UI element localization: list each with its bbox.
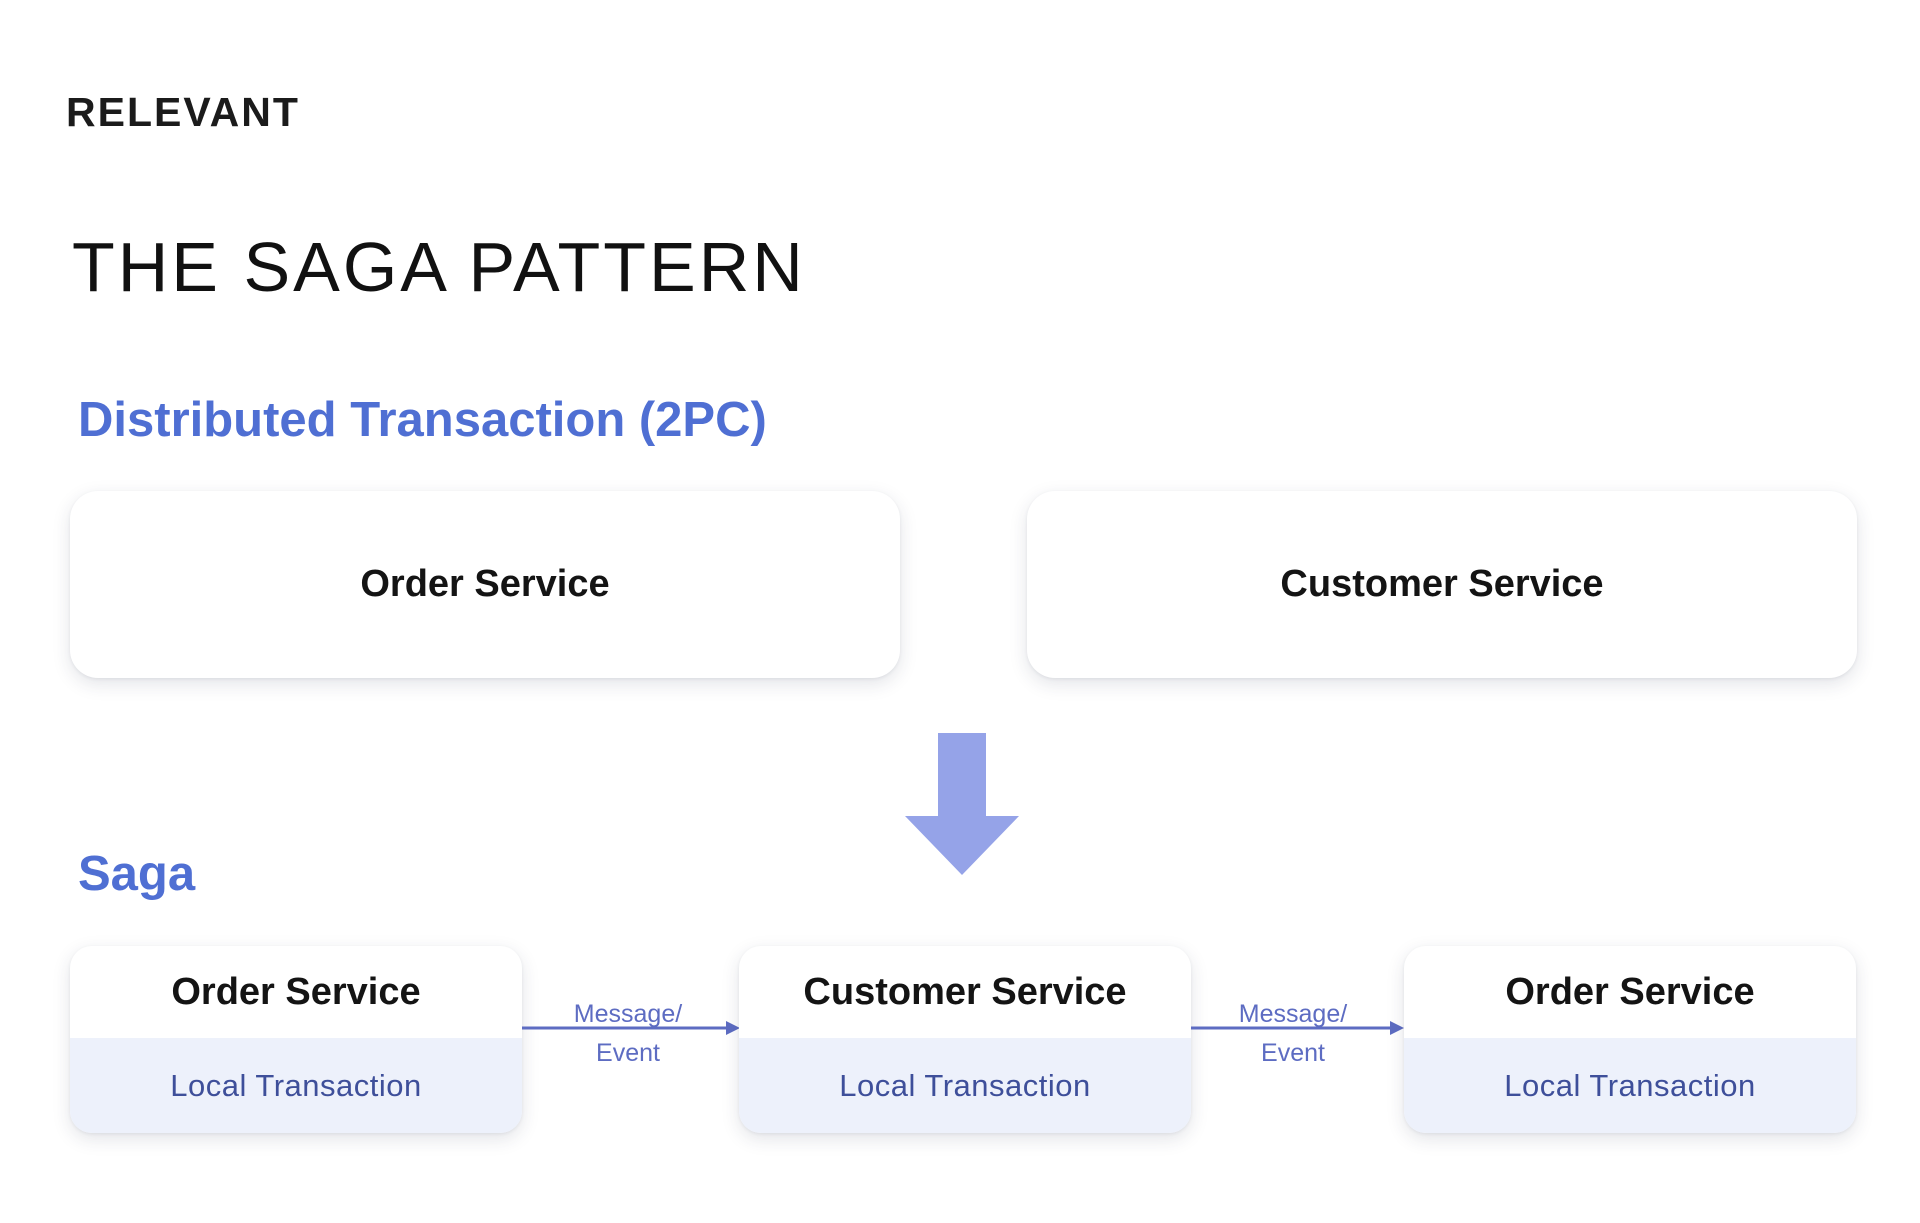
saga-step-service-label: Customer Service <box>803 970 1127 1013</box>
saga-step-order-service: Order Service Local Transaction <box>70 946 522 1133</box>
saga-step-customer-service: Customer Service Local Transaction <box>739 946 1191 1133</box>
right-arrow-icon <box>1191 1021 1404 1035</box>
saga-heading: Saga <box>78 847 196 901</box>
order-service-card: Order Service <box>70 491 900 678</box>
message-label: Message/ <box>573 1000 683 1028</box>
event-label: Event <box>596 1039 660 1067</box>
distributed-transaction-heading: Distributed Transaction (2PC) <box>78 393 767 447</box>
saga-step-transaction-label: Local Transaction <box>70 1038 522 1133</box>
saga-step-order-service: Order Service Local Transaction <box>1404 946 1856 1133</box>
customer-service-card: Customer Service <box>1027 491 1857 678</box>
saga-step-service-label: Order Service <box>171 970 421 1013</box>
customer-service-label: Customer Service <box>1280 563 1604 605</box>
down-arrow-icon <box>905 733 1019 875</box>
right-arrow-icon <box>522 1021 740 1035</box>
page-title: THE SAGA PATTERN <box>72 228 806 306</box>
order-service-label: Order Service <box>360 563 610 605</box>
saga-step-transaction-label: Local Transaction <box>1404 1038 1856 1133</box>
message-label: Message/ <box>1238 1000 1348 1028</box>
message-event-label: Message/ Event <box>1188 995 1398 1073</box>
brand-logo: RELEVANT <box>66 89 300 135</box>
event-label: Event <box>1261 1039 1325 1067</box>
message-event-label: Message/ Event <box>523 995 733 1073</box>
saga-step-service-label: Order Service <box>1505 970 1755 1013</box>
saga-step-transaction-label: Local Transaction <box>739 1038 1191 1133</box>
